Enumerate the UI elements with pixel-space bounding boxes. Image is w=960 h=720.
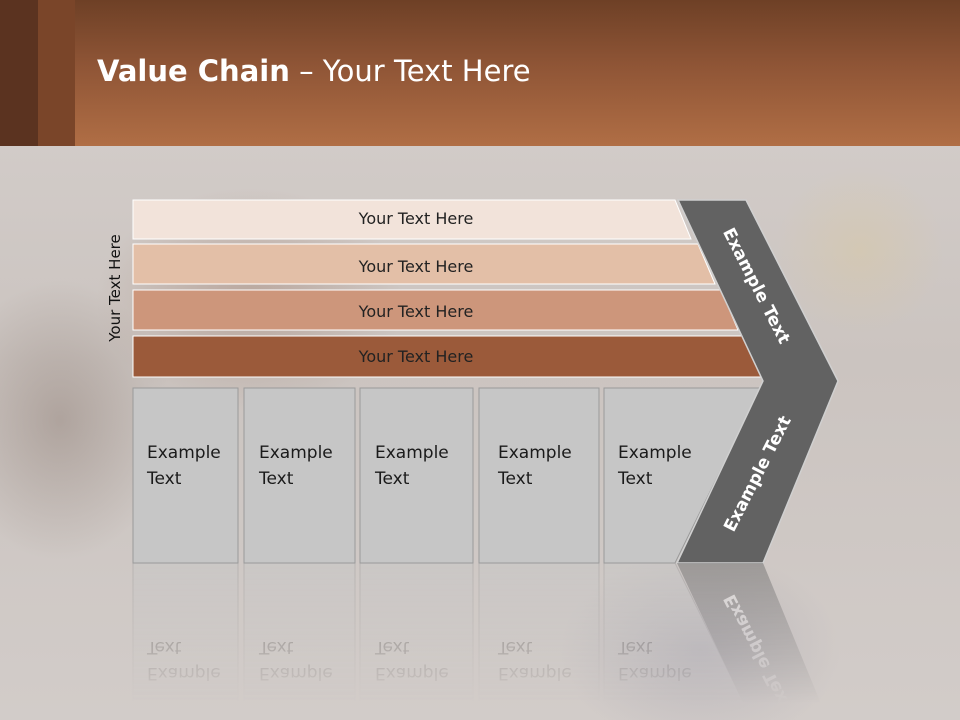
- box-2-line2: Text: [258, 469, 294, 489]
- reflection-box-4: [478, 562, 600, 720]
- box-4-line2: Text: [497, 469, 533, 489]
- reflection-chevron: [677, 563, 828, 720]
- bar-label-1: Your Text Here: [358, 209, 474, 228]
- box-shape-1: [132, 387, 239, 564]
- bar-shape-3: [132, 289, 739, 331]
- box-4[interactable]: Example Text: [478, 387, 600, 564]
- box-5-line2: Text: [617, 469, 653, 489]
- box-3-line2: Text: [374, 469, 410, 489]
- box-3[interactable]: Example Text: [359, 387, 474, 564]
- box-3-line1: Example: [375, 443, 449, 463]
- diagram-reflection: Example Text Example Text Example Text E…: [132, 562, 828, 720]
- reflection-box-1-line2: Text: [146, 637, 182, 657]
- title-rest: – Your Text Here: [289, 54, 531, 88]
- reflection-box-3-line1: Example: [375, 663, 449, 683]
- box-1-line1: Example: [147, 443, 221, 463]
- reflection-box-2-line2: Text: [258, 637, 294, 657]
- reflection-box-1-line1: Example: [147, 663, 221, 683]
- box-1[interactable]: Example Text: [132, 387, 239, 564]
- reflection-box-5-line1: Example: [618, 663, 692, 683]
- box-shape-4: [478, 387, 600, 564]
- title-bold: Value Chain: [97, 54, 290, 88]
- box-shape-3: [359, 387, 474, 564]
- reflection-box-5: [603, 562, 753, 720]
- slide-title[interactable]: Value Chain – Your Text Here: [97, 54, 531, 88]
- bar-shape-2: [132, 243, 716, 285]
- bar-row-2[interactable]: Your Text Here: [132, 243, 716, 285]
- reflection-box-4-line2: Text: [497, 637, 533, 657]
- bar-label-4: Your Text Here: [358, 347, 474, 366]
- reflection-box-5-line2: Text: [617, 637, 653, 657]
- bar-label-2: Your Text Here: [358, 257, 474, 276]
- box-2[interactable]: Example Text: [243, 387, 356, 564]
- title-banner: Value Chain – Your Text Here: [0, 0, 960, 146]
- bar-shape-1: [132, 199, 692, 240]
- box-shape-2: [243, 387, 356, 564]
- box-4-line1: Example: [498, 443, 572, 463]
- reflection-box-2-line1: Example: [259, 663, 333, 683]
- banner-stripe-medium: [38, 0, 75, 146]
- banner-stripe-dark: [0, 0, 38, 146]
- reflection-box-3-line2: Text: [374, 637, 410, 657]
- reflection-box-4-line1: Example: [498, 663, 572, 683]
- reflection-box-1: [132, 562, 239, 720]
- box-5[interactable]: Example Text: [603, 387, 762, 564]
- bar-row-4[interactable]: Your Text Here: [132, 335, 764, 378]
- bar-row-3[interactable]: Your Text Here: [132, 289, 739, 331]
- box-5-line1: Example: [618, 443, 692, 463]
- bar-row-1[interactable]: Your Text Here: [132, 199, 692, 240]
- box-2-line1: Example: [259, 443, 333, 463]
- bar-label-3: Your Text Here: [358, 302, 474, 321]
- reflection-box-3: [359, 562, 474, 720]
- box-1-line2: Text: [146, 469, 182, 489]
- reflection-box-2: [243, 562, 356, 720]
